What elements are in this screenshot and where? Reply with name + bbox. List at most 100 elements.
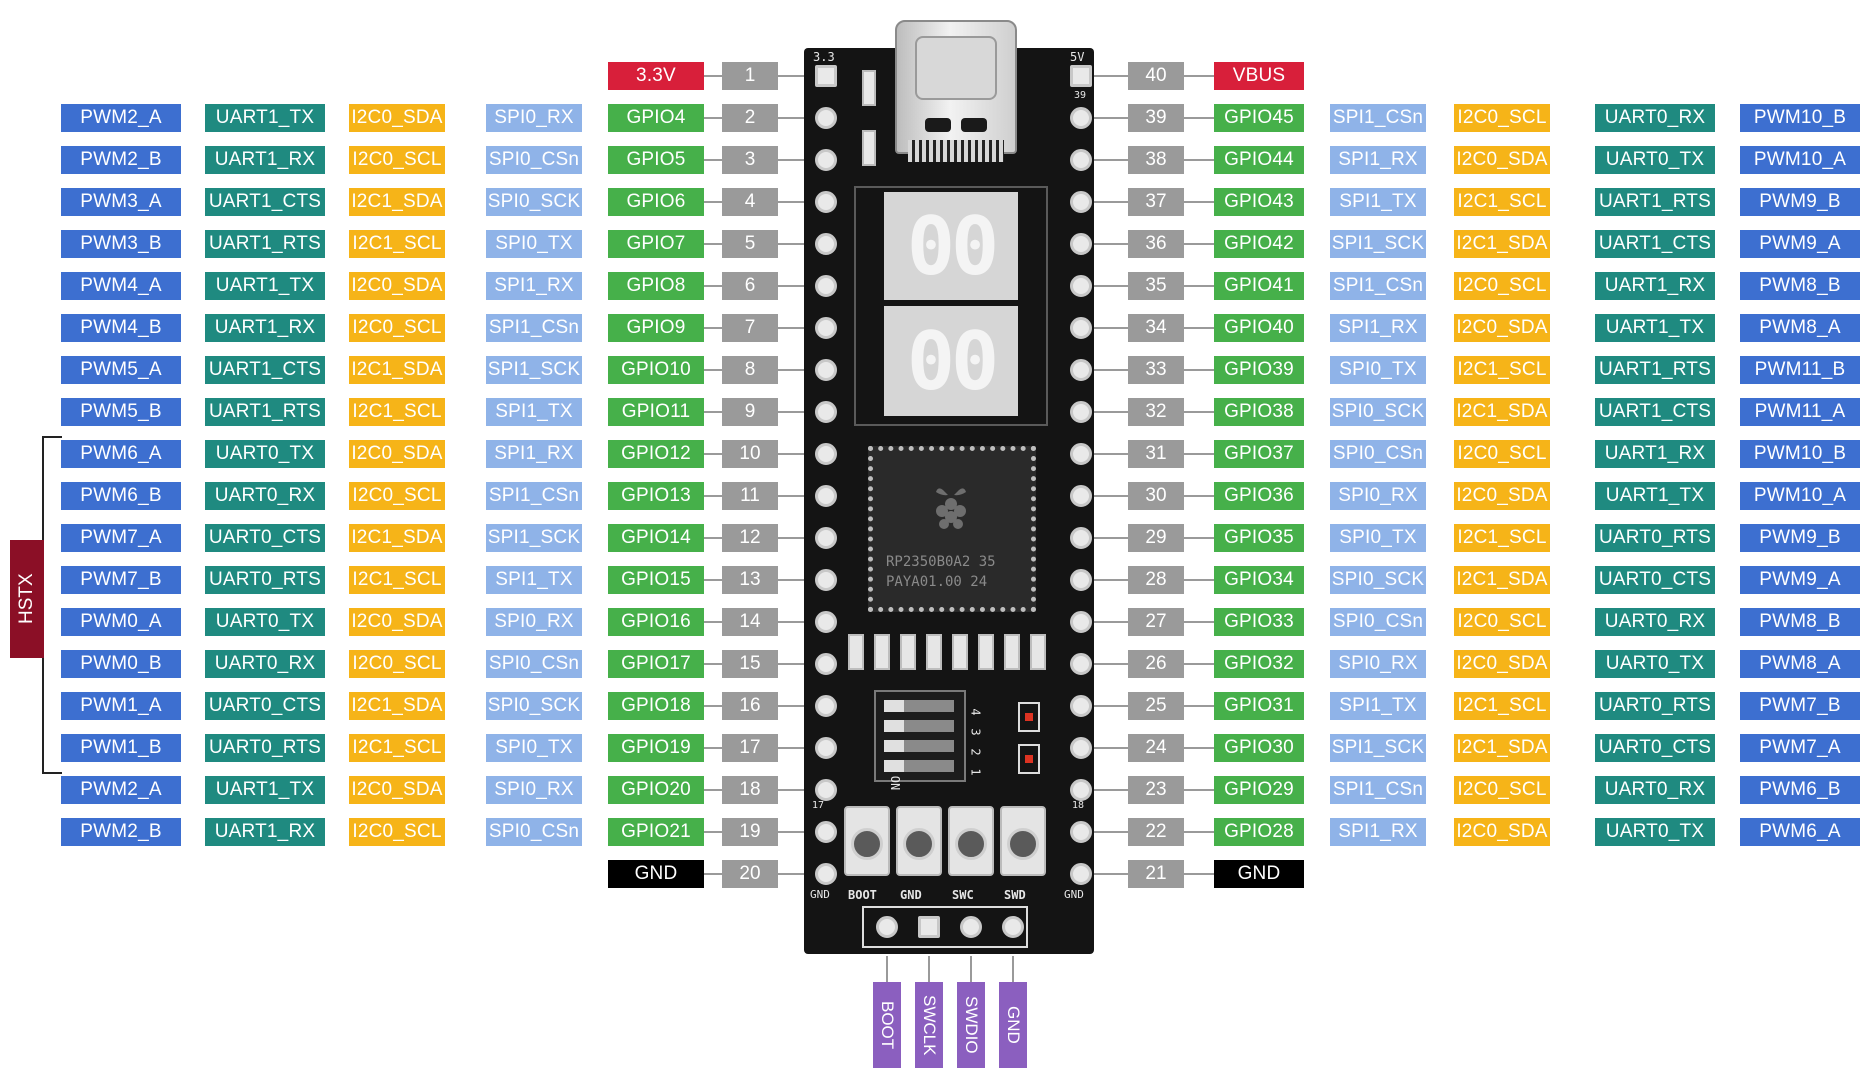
pwm-label: PWM9_A <box>1740 566 1860 594</box>
pin-number: 27 <box>1128 608 1184 636</box>
pin-number: 37 <box>1128 188 1184 216</box>
pin-connector-line <box>778 369 810 371</box>
pwm-label: PWM10_A <box>1740 146 1860 174</box>
pin-number: 22 <box>1128 818 1184 846</box>
pwm-label: PWM7_B <box>1740 692 1860 720</box>
dip-lever[interactable] <box>884 760 954 772</box>
dip-lever[interactable] <box>884 720 954 732</box>
dip-lever[interactable] <box>884 700 954 712</box>
pwm-label: PWM2_B <box>61 146 181 174</box>
spi-label: SPI1_RX <box>1330 818 1426 846</box>
pwm-label: PWM9_A <box>1740 230 1860 258</box>
header-pad <box>1070 611 1092 633</box>
debug-label-box <box>999 982 1027 1068</box>
pin-connector-line <box>778 75 810 77</box>
pin-number: 40 <box>1128 62 1184 90</box>
silk-gnd-right: GND <box>1064 888 1084 901</box>
header-pad <box>815 443 837 465</box>
gpio-label: GPIO40 <box>1214 314 1304 342</box>
pwm-label: PWM8_B <box>1740 272 1860 300</box>
header-pad <box>1070 779 1092 801</box>
pin-connector-line <box>704 747 722 749</box>
uart-label: UART1_RX <box>1595 440 1715 468</box>
pin-connector-line <box>704 327 722 329</box>
spi-label: SPI1_TX <box>486 398 582 426</box>
dip-lever[interactable] <box>884 740 954 752</box>
pin-connector-line <box>778 411 810 413</box>
header-pad <box>1070 149 1092 171</box>
gpio-label: GPIO6 <box>608 188 704 216</box>
spi-label: SPI0_CSn <box>486 818 582 846</box>
spi-label: SPI1_CSn <box>486 482 582 510</box>
pwm-label: PWM6_A <box>61 440 181 468</box>
pwm-label: PWM6_A <box>1740 818 1860 846</box>
pin-number: 9 <box>722 398 778 426</box>
gpio-label: GPIO21 <box>608 818 704 846</box>
chip-marking-line1: RP2350B0A2 35 <box>886 554 996 570</box>
led-indicator <box>862 130 876 166</box>
uart-label: UART0_CTS <box>205 692 325 720</box>
header-pad <box>1070 107 1092 129</box>
gpio-label: GPIO39 <box>1214 356 1304 384</box>
pin-number: 4 <box>722 188 778 216</box>
tactile-button-swd[interactable] <box>1000 806 1046 876</box>
header-pad <box>1070 191 1092 213</box>
button-cap[interactable] <box>1007 828 1039 860</box>
i2c-label: I2C0_SDA <box>349 272 445 300</box>
i2c-label: I2C1_SDA <box>1454 398 1550 426</box>
spi-label: SPI0_SCK <box>486 692 582 720</box>
pin-connector-line <box>704 789 722 791</box>
pin-number: 30 <box>1128 482 1184 510</box>
pin-connector-line <box>704 159 722 161</box>
button-cap[interactable] <box>851 828 883 860</box>
spi-label: SPI0_SCK <box>1330 566 1426 594</box>
pin-connector-line <box>778 705 810 707</box>
pin-connector-line <box>778 159 810 161</box>
button-label: GND <box>900 888 922 902</box>
pin-number: 3 <box>722 146 778 174</box>
uart-label: UART1_CTS <box>205 188 325 216</box>
i2c-label: I2C1_SCL <box>1454 356 1550 384</box>
pwm-label: PWM10_B <box>1740 440 1860 468</box>
i2c-label: I2C0_SCL <box>349 146 445 174</box>
pin-connector-line <box>1184 873 1214 875</box>
header-pad <box>1070 401 1092 423</box>
resistor <box>952 634 968 670</box>
i2c-label: I2C0_SCL <box>1454 272 1550 300</box>
pin-connector-line <box>704 495 722 497</box>
pin-connector-line <box>1088 411 1128 413</box>
header-pad <box>1070 275 1092 297</box>
button-cap[interactable] <box>955 828 987 860</box>
pin-connector-line <box>778 747 810 749</box>
i2c-label: I2C1_SCL <box>1454 692 1550 720</box>
debug-header <box>862 906 1028 948</box>
pin-connector-line <box>1088 789 1128 791</box>
button-cap[interactable] <box>903 828 935 860</box>
debug-connector-line <box>928 956 930 982</box>
uart-label: UART0_CTS <box>205 524 325 552</box>
gpio-label: GND <box>608 860 704 888</box>
silk-3v3: 3.3 <box>813 50 835 64</box>
gpio-label: GPIO4 <box>608 104 704 132</box>
uart-label: UART0_TX <box>205 440 325 468</box>
i2c-label: I2C0_SDA <box>1454 818 1550 846</box>
uart-label: UART1_TX <box>205 272 325 300</box>
pin-number: 34 <box>1128 314 1184 342</box>
spi-label: SPI1_SCK <box>1330 230 1426 258</box>
led-indicator <box>1018 702 1040 732</box>
pwm-label: PWM5_A <box>61 356 181 384</box>
uart-label: UART0_TX <box>205 608 325 636</box>
gpio-label: GPIO44 <box>1214 146 1304 174</box>
pin-connector-line <box>1184 663 1214 665</box>
pin-connector-line <box>704 663 722 665</box>
tactile-button-boot[interactable] <box>844 806 890 876</box>
spi-label: SPI0_RX <box>486 104 582 132</box>
pin-number: 12 <box>722 524 778 552</box>
raspberry-pi-logo-icon <box>930 484 972 532</box>
tactile-button-swc[interactable] <box>948 806 994 876</box>
tactile-button-gnd[interactable] <box>896 806 942 876</box>
button-label: SWC <box>952 888 974 902</box>
uart-label: UART0_TX <box>1595 650 1715 678</box>
uart-label: UART0_CTS <box>1595 566 1715 594</box>
gpio-label: 3.3V <box>608 62 704 90</box>
